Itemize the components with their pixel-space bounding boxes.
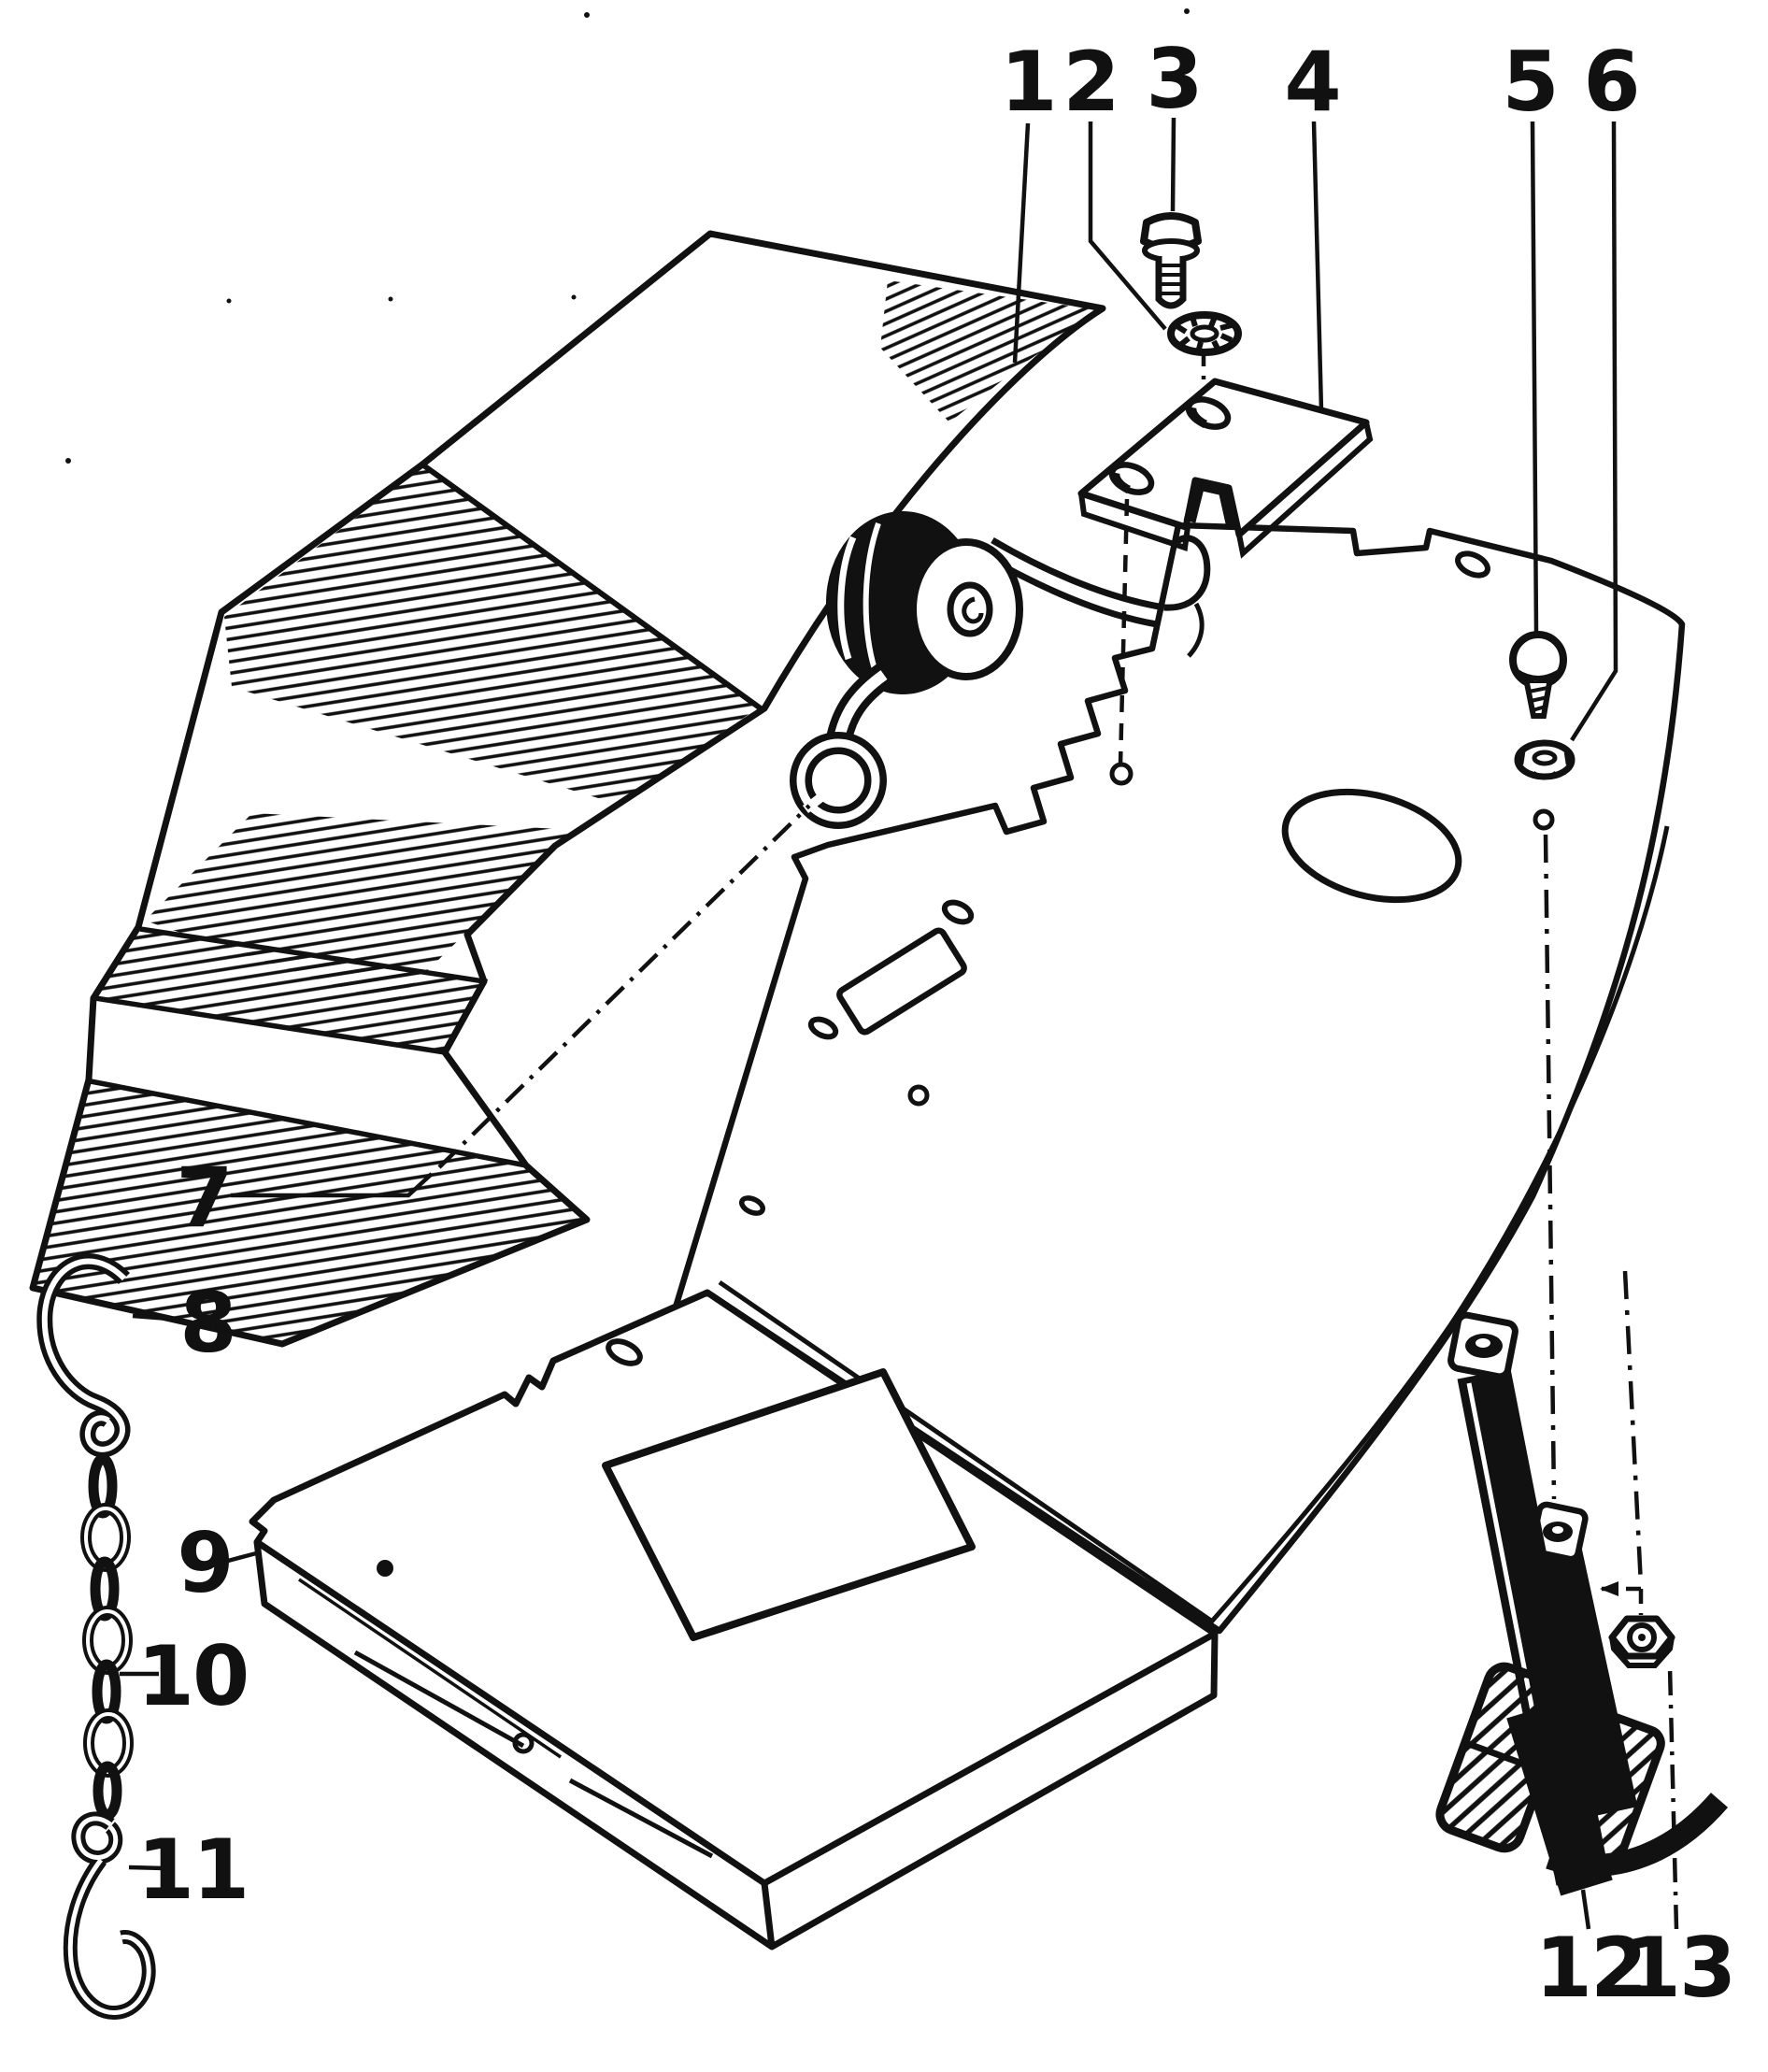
plate-hole-lower-shade — [1111, 472, 1132, 494]
axis-screw-dashdot — [1543, 834, 1557, 1500]
washer2-teeth — [1174, 315, 1233, 353]
callout-label-8: 8 — [179, 1275, 235, 1371]
leader-1 — [1012, 122, 1031, 364]
nut-hole-center — [1638, 1634, 1646, 1641]
bolt-shank — [1155, 256, 1187, 309]
panel-oval-hole-left — [941, 899, 975, 925]
leader-9 — [227, 1550, 261, 1564]
cover-hatch-flange-1 — [95, 929, 484, 1052]
mat-top-streak — [298, 1578, 562, 1759]
floor-panel-rear — [664, 522, 1686, 1635]
s-hook-upper — [36, 1253, 131, 1458]
cover-hatch-upper-slope — [224, 467, 759, 804]
panel-slot-hole — [836, 927, 967, 1036]
horn-hub-curl — [962, 596, 984, 624]
nut-thickness — [1609, 1636, 1675, 1668]
panel-oval-hole-bottom — [738, 1195, 766, 1216]
leader-4 — [1311, 121, 1324, 412]
leader-8 — [132, 1313, 182, 1322]
mat-front-streak-1 — [353, 1650, 525, 1749]
mat-hole-1 — [377, 1560, 393, 1577]
callout-label-10: 10 — [137, 1628, 248, 1724]
bolt-threads — [1161, 264, 1181, 295]
plate-thickness — [1078, 422, 1374, 559]
callout-numbers: 1 2 3 4 5 6 7 8 9 10 11 12 13 — [137, 31, 1736, 2016]
leader-7-solid — [231, 1172, 434, 1198]
leader-12 — [1580, 1889, 1591, 1930]
leader-3 — [1170, 117, 1176, 212]
nut-arrow-dash — [1600, 1586, 1644, 1615]
floor-mat-front — [249, 1279, 1219, 1951]
cover-ridge-line — [421, 462, 763, 711]
washer6-facets — [1518, 751, 1571, 778]
leader-6 — [1570, 121, 1618, 742]
lever-rear-cap-hole-glint — [1552, 1526, 1563, 1534]
floor-panel-fold-bead — [1207, 825, 1670, 1626]
callout-label-9: 9 — [177, 1515, 232, 1611]
panel-screw-hole — [1533, 808, 1555, 831]
lock-washer — [1167, 311, 1242, 356]
scan-specks — [65, 8, 1190, 464]
horn-body-highlight-1 — [837, 536, 857, 661]
washer6-hole — [1532, 750, 1558, 766]
lever-bar-front-lower — [1506, 1702, 1613, 1896]
axis-nut-dashdot — [1622, 1270, 1644, 1586]
plate-hole-upper-shade — [1188, 407, 1208, 429]
callout-label-7: 7 — [176, 1150, 231, 1246]
leader-7-dashdot — [437, 804, 811, 1169]
cover-hatch-top-right — [880, 280, 1103, 422]
callout-label-4: 4 — [1284, 34, 1339, 130]
screw-head-chamfer — [1514, 668, 1562, 681]
horn-arm-inner — [834, 670, 888, 740]
mat-rect-hole — [602, 1368, 976, 1641]
cover-flange1-edges — [94, 926, 489, 1056]
callout-label-5: 5 — [1502, 34, 1557, 130]
hex-nut — [1608, 1615, 1675, 1668]
nut-hole — [1627, 1622, 1657, 1652]
leader-11 — [128, 1865, 165, 1871]
horn-body-highlight-2 — [863, 522, 881, 670]
leader-5 — [1530, 121, 1539, 635]
horn-strap-upper — [991, 536, 1165, 611]
horn-pull-ring-inner — [796, 738, 880, 822]
panel-large-oval-hole — [1281, 788, 1462, 904]
mat-fold-bead — [718, 1279, 1213, 1623]
callout-label-2: 2 — [1062, 34, 1118, 130]
nut-arrow-head — [1600, 1581, 1618, 1596]
plate-notch — [1183, 477, 1239, 529]
flat-washer — [1514, 739, 1576, 780]
panel-small-round-hole — [907, 1084, 930, 1107]
callout-label-13: 13 — [1624, 1920, 1734, 2016]
horn-assembly — [790, 511, 1211, 829]
horn-hub — [947, 581, 993, 637]
lever-front-cap-hole-glint — [1476, 1338, 1490, 1348]
mat-front-streak-2 — [568, 1778, 714, 1859]
screw — [1509, 631, 1567, 719]
chain — [80, 1453, 134, 1821]
callout-label-11: 11 — [137, 1822, 248, 1918]
cover-panel — [29, 230, 1106, 1348]
leader-lines — [120, 117, 1679, 1930]
washer2-hole — [1190, 324, 1219, 343]
panel-oval-hole-lower-left — [807, 1016, 839, 1040]
horn-strap-pigtail — [1187, 602, 1205, 658]
s-hook-lower — [63, 1811, 156, 2020]
callout-label-12: 12 — [1535, 1920, 1646, 2016]
callout-label-1: 1 — [1000, 34, 1055, 130]
mat-oval-hole — [606, 1338, 643, 1366]
leader-2 — [1088, 121, 1167, 331]
cover-hatch-flange-2 — [35, 1081, 587, 1344]
callout-label-6: 6 — [1583, 34, 1638, 130]
mat-thickness — [253, 1541, 1219, 1951]
bolt — [1140, 212, 1202, 309]
axis-plate-to-panel-dash — [1118, 498, 1130, 765]
lever-assembly — [1435, 1311, 1729, 1896]
callout-label-3: 3 — [1146, 31, 1201, 127]
panel-oval-hole-top-right — [1455, 550, 1490, 579]
screw-threads — [1528, 686, 1548, 712]
leader-13-dashdot — [1667, 1666, 1679, 1930]
bracket-plate — [1077, 378, 1374, 559]
